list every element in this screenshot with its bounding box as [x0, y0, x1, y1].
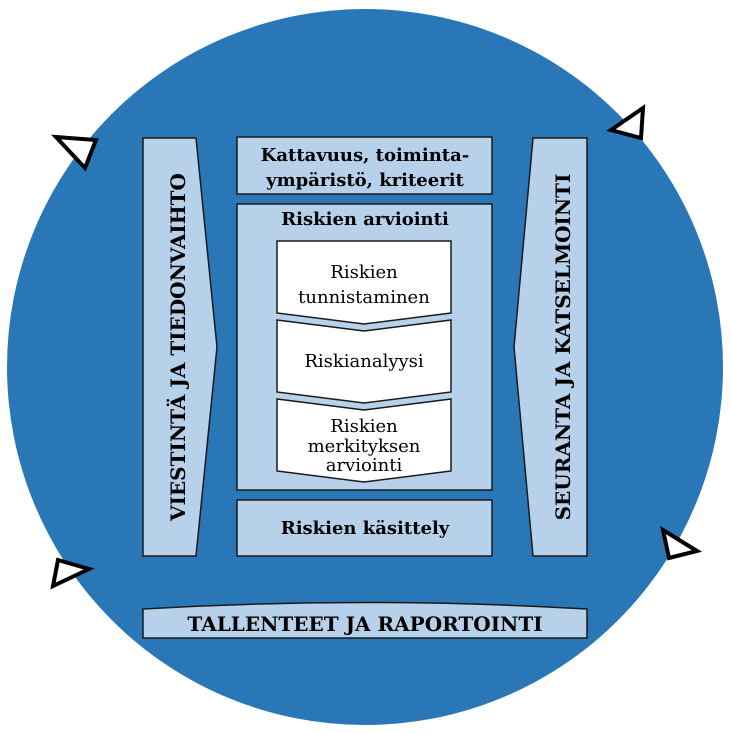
right-bar-label: SEURANTA JA KATSELMOINTI [551, 174, 575, 521]
triangle-arrow-icon [660, 525, 703, 561]
step3-line-3: arviointi [326, 455, 403, 476]
triangle-arrow-icon [606, 104, 646, 141]
scope-line-1: Kattavuus, toiminta- [261, 145, 469, 166]
step1-line-1: Riskien [330, 262, 398, 283]
scope-line-2: ympäristö, kriteerit [265, 170, 464, 191]
step-evaluation [276, 398, 452, 483]
scope-box [236, 136, 493, 195]
triangle-arrow-icon [50, 557, 95, 590]
step2-line-1: Riskianalyysi [304, 351, 424, 372]
triangle-arrow-icon [51, 134, 99, 172]
bottom-bar-label: TALLENTEET JA RAPORTOINTI [187, 612, 542, 636]
step1-line-2: tunnistaminen [298, 287, 430, 308]
treatment-label: Riskien käsittely [281, 518, 450, 539]
assessment-title: Riskien arviointi [281, 209, 449, 230]
left-bar [142, 137, 218, 557]
treatment-box [236, 499, 493, 557]
left-bar-label: VIESTINTÄ JA TIEDONVAIHTO [166, 173, 190, 522]
step3-line-2: merkityksen [308, 436, 421, 457]
step-identification [276, 240, 452, 325]
bottom-bar [142, 601, 588, 639]
right-bar [513, 137, 588, 557]
step3-line-1: Riskien [330, 416, 398, 437]
step-analysis [276, 319, 452, 404]
